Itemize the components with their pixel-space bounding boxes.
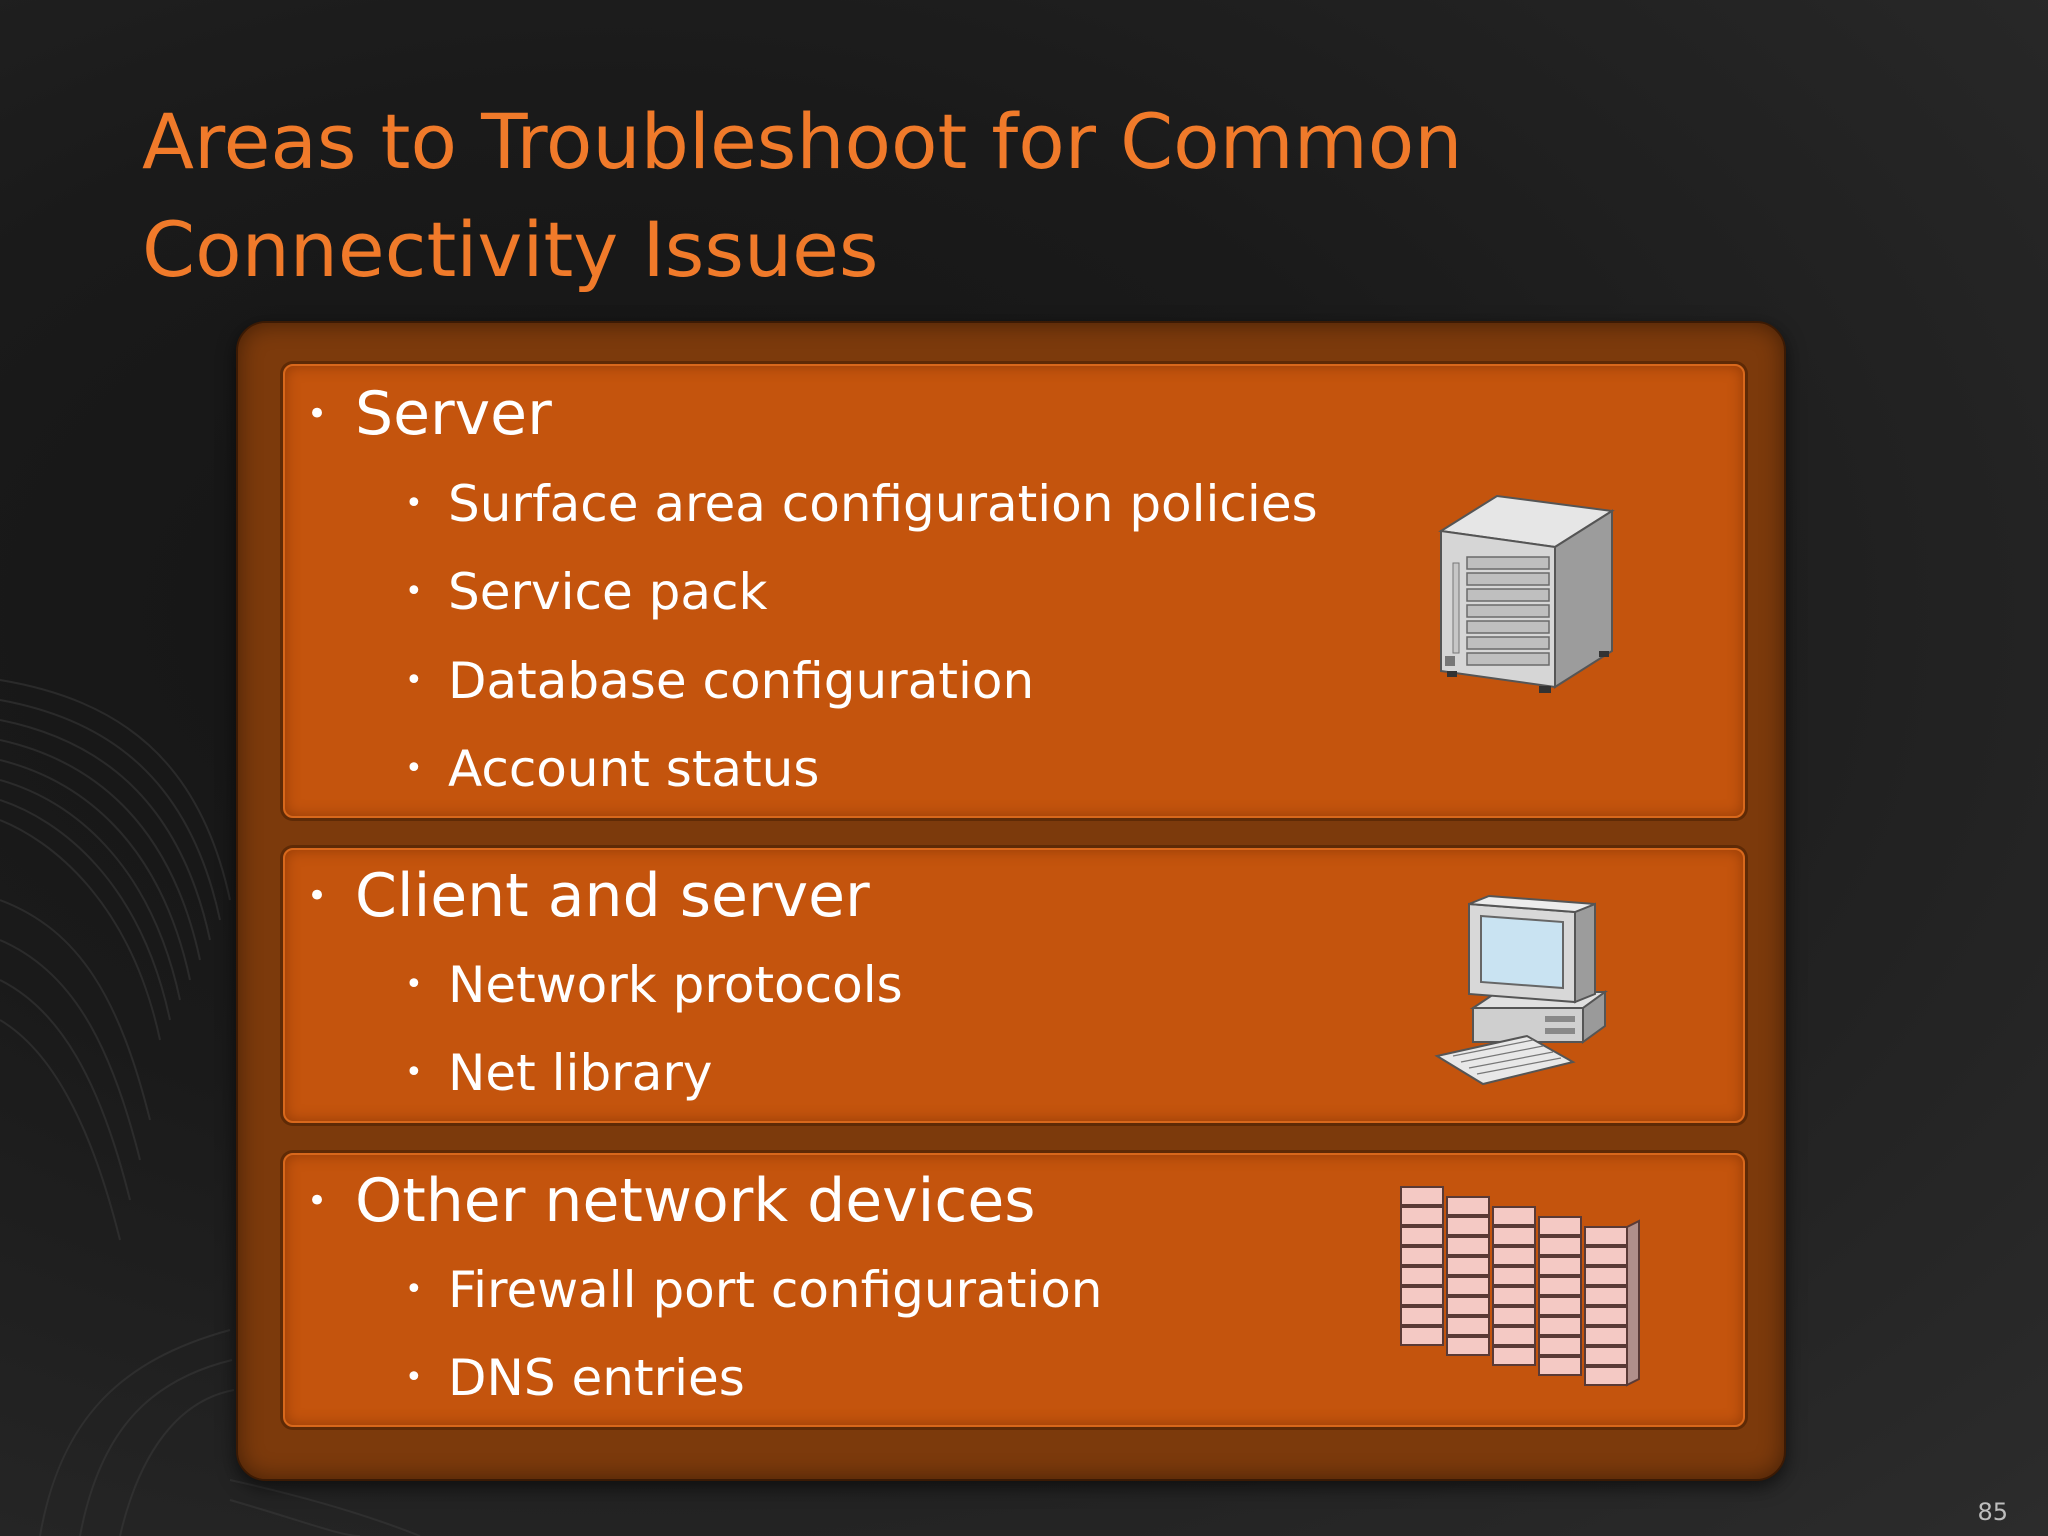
bullet-icon: •	[405, 1360, 423, 1395]
bullet-icon: •	[405, 486, 423, 521]
section-heading-server: Server	[355, 379, 552, 449]
bullet-icon: •	[405, 967, 423, 1002]
bullet-icon: •	[307, 394, 328, 434]
list-item: Firewall port configuration	[448, 1261, 1103, 1319]
list-item: Surface area configuration policies	[448, 475, 1318, 533]
list-item: Database configuration	[448, 652, 1035, 710]
list-item: Account status	[448, 740, 820, 798]
list-item: Service pack	[448, 563, 768, 621]
list-item: Net library	[448, 1044, 713, 1102]
content-frame: • Server • Surface area configuration po…	[236, 321, 1786, 1481]
bullet-icon: •	[405, 1055, 423, 1090]
list-item: DNS entries	[448, 1349, 745, 1407]
section-heading-other-network-devices: Other network devices	[355, 1166, 1036, 1236]
server-icon	[1438, 494, 1615, 693]
bullet-icon: •	[405, 1272, 423, 1307]
bullet-icon: •	[405, 574, 423, 609]
firewall-brick-wall-icon	[1400, 1186, 1640, 1387]
other-devices-section-panel: • Other network devices • Firewall port …	[283, 1153, 1745, 1427]
client-server-section-panel: • Client and server • Network protocols …	[283, 848, 1745, 1123]
list-item: Network protocols	[448, 956, 903, 1014]
page-number: 85	[1977, 1498, 2008, 1526]
bullet-icon: •	[405, 663, 423, 698]
section-heading-client-and-server: Client and server	[355, 861, 870, 931]
desktop-computer-icon	[1434, 894, 1609, 1086]
slide-title: Areas to Troubleshoot for Common Connect…	[142, 97, 1463, 294]
bullet-icon: •	[405, 751, 423, 786]
server-section-panel: • Server • Surface area configuration po…	[283, 364, 1745, 818]
bullet-icon: •	[307, 1181, 328, 1221]
bullet-icon: •	[307, 876, 328, 916]
